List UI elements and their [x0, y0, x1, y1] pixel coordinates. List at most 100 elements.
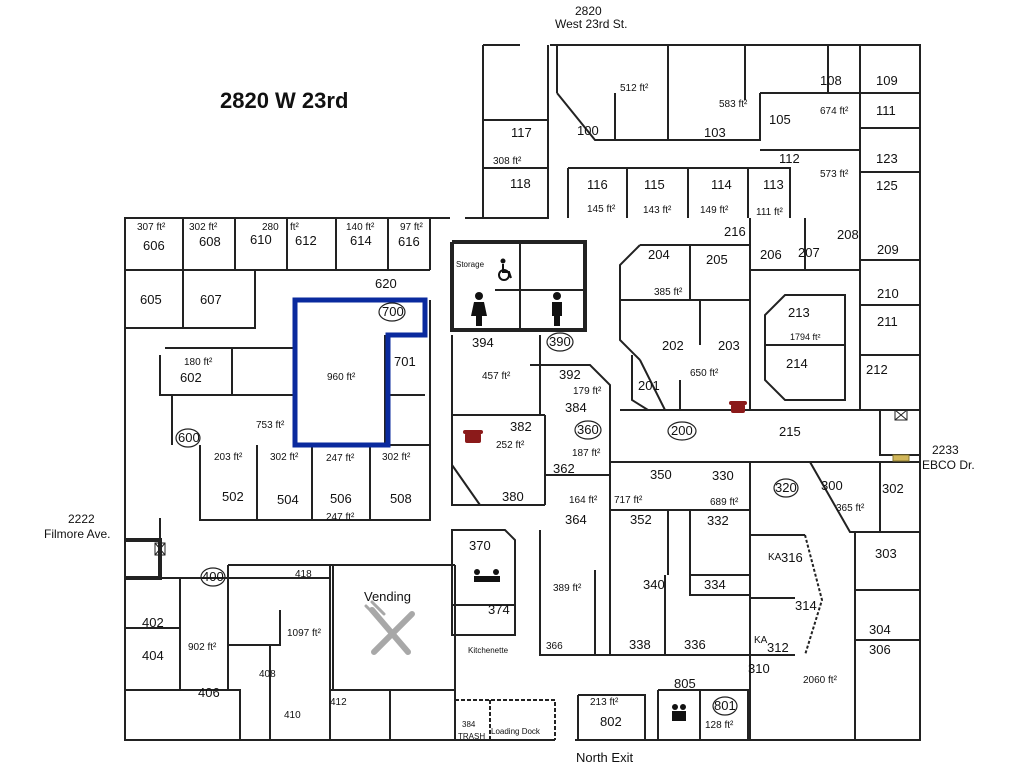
family-restroom-icon — [672, 704, 686, 721]
room-label-r112: 112 — [779, 151, 800, 166]
room-area-label: 960 ft² — [327, 372, 356, 383]
room-label-r125: 125 — [876, 178, 898, 193]
room-label-r314: 314 — [795, 598, 817, 613]
room-label-r116: 116 — [587, 177, 608, 192]
room-label-r508: 508 — [390, 491, 412, 506]
room-label-r117: 117 — [511, 125, 532, 140]
room-label-r370: 370 — [469, 538, 491, 553]
room-label-r374: 374 — [488, 602, 510, 617]
room-label-r502: 502 — [222, 489, 244, 504]
room-label-r214: 214 — [786, 356, 808, 371]
room-area-label: 187 ft² — [572, 448, 601, 459]
room-area-label: 365 ft² — [836, 503, 865, 514]
room-label-trash: TRASH — [458, 732, 485, 741]
room-area-label: 650 ft² — [690, 368, 719, 379]
room-area-label: 717 ft² — [614, 495, 643, 506]
room-label-r402: 402 — [142, 615, 164, 630]
room-area-label: 280 — [262, 222, 279, 233]
men-restroom-icon — [552, 292, 562, 326]
room-area-label: 573 ft² — [820, 169, 849, 180]
room-area-label: 385 ft² — [654, 287, 683, 298]
room-area-label: 689 ft² — [710, 497, 739, 508]
room-label-r211: 211 — [877, 314, 898, 329]
room-label-r215: 215 — [779, 424, 801, 439]
room-label-r118: 118 — [510, 176, 531, 191]
room-label-r100: 100 — [577, 123, 599, 138]
room-label-loading_dock: Loading Dock — [491, 727, 541, 736]
room-label-r408: 408 — [259, 669, 276, 680]
room-area-label: 2060 ft² — [803, 675, 838, 686]
room-label-r701: 701 — [394, 354, 416, 369]
room-label-r390: 390 — [549, 334, 571, 349]
room-label-r366: 366 — [546, 641, 563, 652]
room-area-label: 97 ft² — [400, 222, 423, 233]
room-label-r209: 209 — [877, 242, 899, 257]
room-area-label: 2222 — [68, 512, 95, 526]
phone-icon — [729, 401, 747, 413]
room-label-r103: 103 — [704, 125, 726, 140]
room-label-r612: 612 — [295, 233, 317, 248]
room-label-r802: 802 — [600, 714, 622, 729]
room-label-r602: 602 — [180, 370, 202, 385]
room-label-r360: 360 — [577, 422, 599, 437]
bench-icon — [892, 454, 910, 462]
room-label-r362: 362 — [553, 461, 575, 476]
room-label-storage: Storage — [456, 260, 485, 269]
room-label-r202: 202 — [662, 338, 684, 353]
room-label-r206: 206 — [760, 247, 782, 262]
room-label-r210: 210 — [877, 286, 899, 301]
room-label-r203: 203 — [718, 338, 740, 353]
room-label-r504: 504 — [277, 492, 299, 507]
room-label-r610: 610 — [250, 232, 272, 247]
wheelchair-icon — [498, 258, 512, 281]
room-label-r320: 320 — [775, 480, 797, 495]
room-label-r506: 506 — [330, 491, 352, 506]
room-label-r212: 212 — [866, 362, 888, 377]
highlighted-suite-700-outline[interactable] — [292, 297, 428, 448]
room-label-ka312: KA — [754, 635, 768, 646]
room-area-label: 389 ft² — [553, 583, 582, 594]
elevator-icon — [894, 409, 908, 421]
page-title: 2820 W 23rd — [220, 88, 348, 113]
room-label-r350: 350 — [650, 467, 672, 482]
room-label-r406: 406 — [198, 685, 220, 700]
room-area-label: 252 ft² — [496, 440, 525, 451]
room-label-vending: Vending — [364, 589, 411, 604]
room-area-label: 457 ft² — [482, 371, 511, 382]
room-area-label: 512 ft² — [620, 83, 649, 94]
room-label-r304: 304 — [869, 622, 891, 637]
room-label-r208: 208 — [837, 227, 859, 242]
room-label-r205: 205 — [706, 252, 728, 267]
room-label-r310: 310 — [748, 661, 770, 676]
room-label-r306: 306 — [869, 642, 891, 657]
room-area-label: 143 ft² — [643, 205, 672, 216]
circled-markers — [175, 302, 799, 716]
room-label-r114: 114 — [711, 177, 732, 192]
room-label-r364: 364 — [565, 512, 587, 527]
room-label-r605: 605 — [140, 292, 162, 307]
room-label-r332: 332 — [707, 513, 729, 528]
room-label-r336: 336 — [684, 637, 706, 652]
room-area-label: 164 ft² — [569, 495, 598, 506]
room-label-r410: 410 — [284, 710, 301, 721]
room-area-label: 302 ft² — [189, 222, 218, 233]
room-area-label: 302 ft² — [270, 452, 299, 463]
room-area-label: 902 ft² — [188, 642, 217, 653]
room-area-label: 179 ft² — [573, 386, 602, 397]
room-area-label: 753 ft² — [256, 420, 285, 431]
room-label-kitchenette: Kitchenette — [468, 646, 509, 655]
fork-knife-icon — [364, 600, 415, 655]
room-area-label: 2820 — [575, 4, 602, 18]
room-label-r606: 606 — [143, 238, 165, 253]
women-restroom-icon — [471, 292, 487, 326]
room-area-label: 307 ft² — [137, 222, 166, 233]
walls — [124, 44, 921, 741]
room-area-label: 213 ft² — [590, 697, 619, 708]
elevator-icon — [154, 542, 166, 556]
phone-icon — [463, 430, 483, 443]
room-label-r801: 801 — [714, 698, 736, 713]
room-label-r312: 312 — [767, 640, 789, 655]
room-label-ka316: KA — [768, 552, 782, 563]
